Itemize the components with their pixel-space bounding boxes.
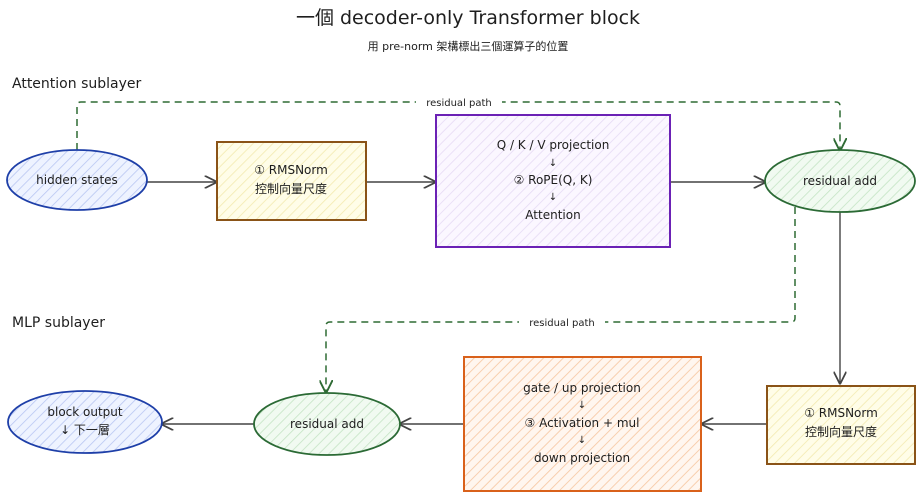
residual-path-bottom-label: residual path (529, 318, 595, 329)
node-residual-add-2-label: residual add (290, 417, 364, 431)
mlp-line-gate-up: gate / up projection (523, 381, 641, 395)
residual-path-top (76, 101, 840, 150)
mlp-arrow-1: ↓ (578, 400, 586, 411)
node-rmsnorm-1-line1: ① RMSNorm (254, 163, 328, 177)
node-block-output: block output ↓ 下一層 (7, 390, 163, 454)
mlp-arrow-2: ↓ (578, 435, 586, 446)
residual-path-top-label: residual path (426, 98, 492, 109)
section-label-mlp: MLP sublayer (12, 315, 105, 331)
node-block-output-line2: ↓ 下一層 (60, 423, 110, 437)
node-mlp-block: gate / up projection ↓ ③ Activation + mu… (463, 356, 702, 492)
node-hidden-states-label: hidden states (36, 173, 118, 187)
section-label-attention: Attention sublayer (12, 76, 141, 92)
node-block-output-line1: block output (47, 405, 123, 419)
diagram-title: 一個 decoder-only Transformer block (296, 7, 640, 29)
attention-line-rope: ② RoPE(Q, K) (514, 173, 593, 187)
attention-line-attention: Attention (525, 208, 580, 222)
diagram-subtitle: 用 pre-norm 架構標出三個運算子的位置 (368, 39, 569, 53)
attention-arrow-1: ↓ (549, 158, 557, 169)
node-residual-add-2: residual add (253, 392, 401, 456)
node-residual-add-1: residual add (764, 149, 916, 213)
node-hidden-states: hidden states (6, 149, 148, 211)
node-rmsnorm-2-line1: ① RMSNorm (804, 406, 878, 420)
node-rmsnorm-2-line2: 控制向量尺度 (805, 424, 877, 439)
attention-line-qkv: Q / K / V projection (497, 138, 610, 152)
node-rmsnorm-1-line2: 控制向量尺度 (255, 181, 327, 196)
node-rmsnorm-2: ① RMSNorm 控制向量尺度 (766, 385, 916, 465)
node-rmsnorm-1: ① RMSNorm 控制向量尺度 (216, 141, 367, 221)
mlp-line-activation: ③ Activation + mul (525, 416, 640, 430)
node-residual-add-1-label: residual add (803, 174, 877, 188)
residual-path-bottom (326, 207, 796, 392)
mlp-line-down: down projection (534, 451, 630, 465)
node-attention-block: Q / K / V projection ↓ ② RoPE(Q, K) ↓ At… (435, 114, 671, 248)
attention-arrow-2: ↓ (549, 192, 557, 203)
